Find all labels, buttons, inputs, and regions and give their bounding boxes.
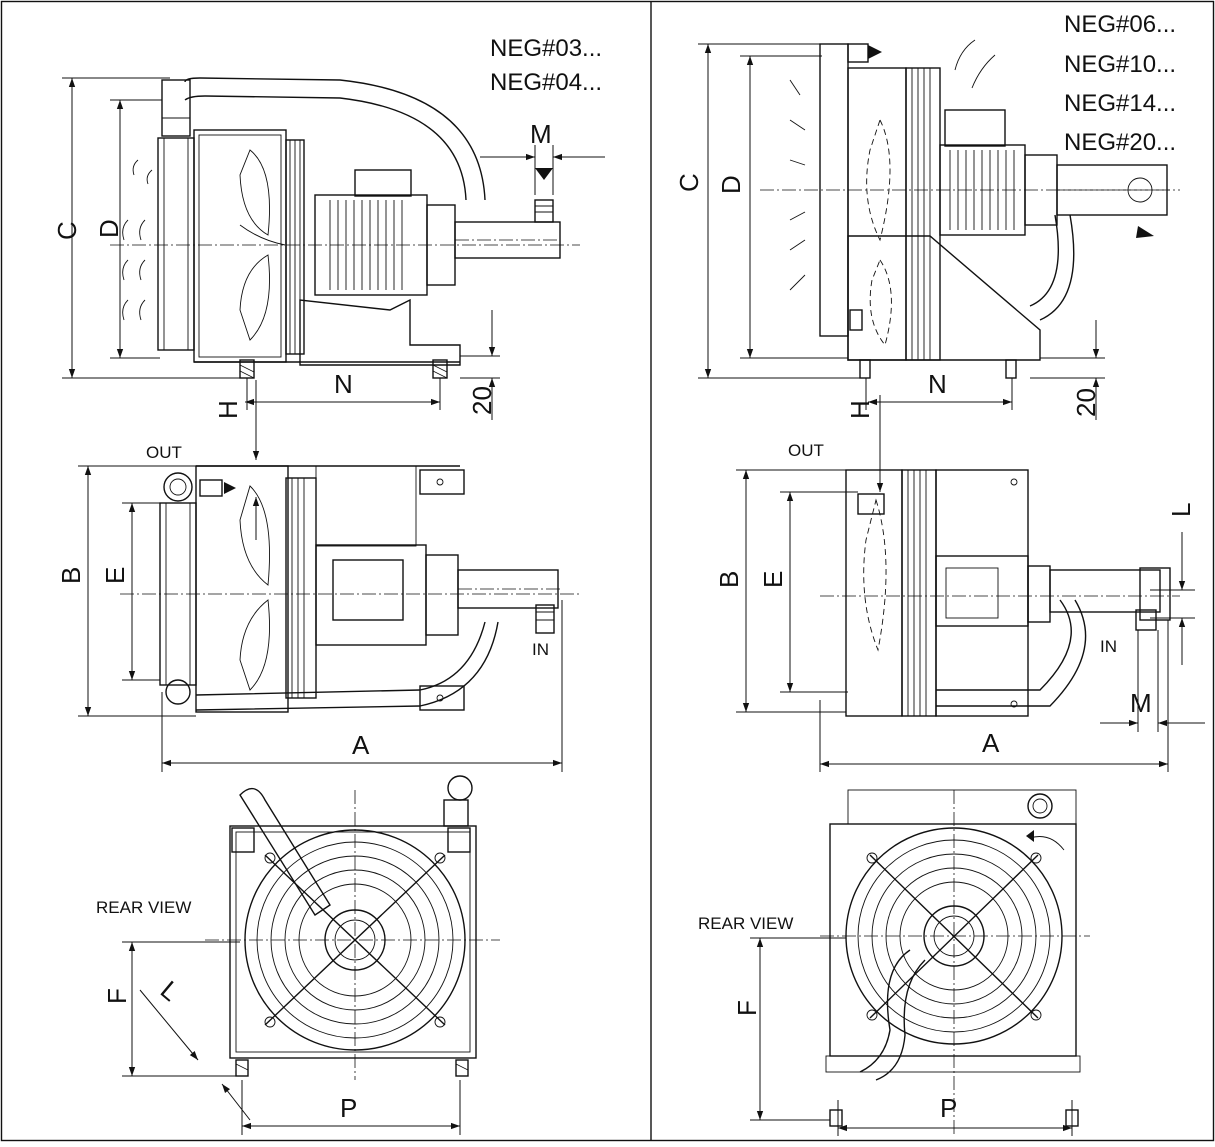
dim-label-20-right: 20 (1071, 388, 1101, 417)
left-side-dimension-labels: C D N M 20 H (52, 119, 552, 419)
right-side-view (760, 39, 1180, 379)
left-top-view (120, 465, 580, 713)
left-rear-labels: REAR VIEW F L P (96, 898, 357, 1123)
dim-label-a-right: A (982, 728, 1000, 758)
dim-label-p-right: P (940, 1093, 957, 1123)
dim-label-d-right: D (716, 175, 746, 194)
dim-label-m-left: M (530, 119, 552, 149)
dim-label-h-right: H (845, 400, 875, 419)
model-code-neg14: NEG#14... (1064, 90, 1176, 117)
dim-label-b-right: B (714, 571, 744, 588)
right-rear-labels: REAR VIEW F P (698, 914, 957, 1123)
left-side-dimensions (62, 77, 605, 460)
right-rear-view (820, 789, 1090, 1135)
right-top-labels: OUT IN B E A L M (714, 441, 1196, 758)
left-side-view (110, 77, 580, 379)
dim-label-b-left: B (56, 567, 86, 584)
model-code-neg03: NEG#03... (490, 35, 602, 62)
rear-view-title-right: REAR VIEW (698, 914, 793, 933)
dim-label-p-left: P (340, 1093, 357, 1123)
model-code-neg20: NEG#20... (1064, 129, 1176, 156)
dim-label-c-right: C (674, 173, 704, 192)
left-rear-view (205, 775, 500, 1080)
left-rear-dimensions (122, 941, 461, 1135)
left-model-list: NEG#03... NEG#04... (490, 35, 602, 96)
dim-label-a-left: A (352, 730, 370, 760)
left-top-labels: OUT IN B E A (56, 443, 549, 760)
port-label-in-left: IN (532, 640, 549, 659)
dim-label-20-left: 20 (467, 386, 497, 415)
dim-label-e-left: E (100, 567, 130, 584)
model-code-neg10: NEG#10... (1064, 51, 1176, 78)
model-code-neg04: NEG#04... (490, 69, 602, 96)
dim-label-f-right: F (732, 1000, 762, 1016)
model-code-neg06: NEG#06... (1064, 11, 1176, 38)
dim-label-n-right: N (928, 369, 947, 399)
dim-label-d-left: D (94, 219, 124, 238)
rear-view-title-left: REAR VIEW (96, 898, 191, 917)
dim-label-e-right: E (758, 571, 788, 588)
right-side-labels: C D N 20 H (674, 173, 1101, 419)
right-top-dimensions (736, 469, 1205, 772)
port-label-in-right: IN (1100, 637, 1117, 656)
dim-label-f-left: F (102, 988, 132, 1004)
port-label-out-right: OUT (788, 441, 824, 460)
right-top-view (820, 469, 1180, 717)
dim-label-c-left: C (52, 221, 82, 240)
dim-label-n-left: N (334, 369, 353, 399)
dim-label-m-right: M (1130, 688, 1152, 718)
left-top-dimensions (78, 465, 563, 772)
right-model-list: NEG#06... NEG#10... NEG#14... NEG#20... (1064, 11, 1176, 156)
right-rear-dimensions (750, 937, 1073, 1136)
port-label-out-left: OUT (146, 443, 182, 462)
dim-label-l-left: L (155, 975, 185, 1007)
dim-label-h-left: H (213, 400, 243, 419)
right-side-dimensions (698, 43, 1105, 492)
dim-label-l-right: L (1166, 503, 1196, 517)
